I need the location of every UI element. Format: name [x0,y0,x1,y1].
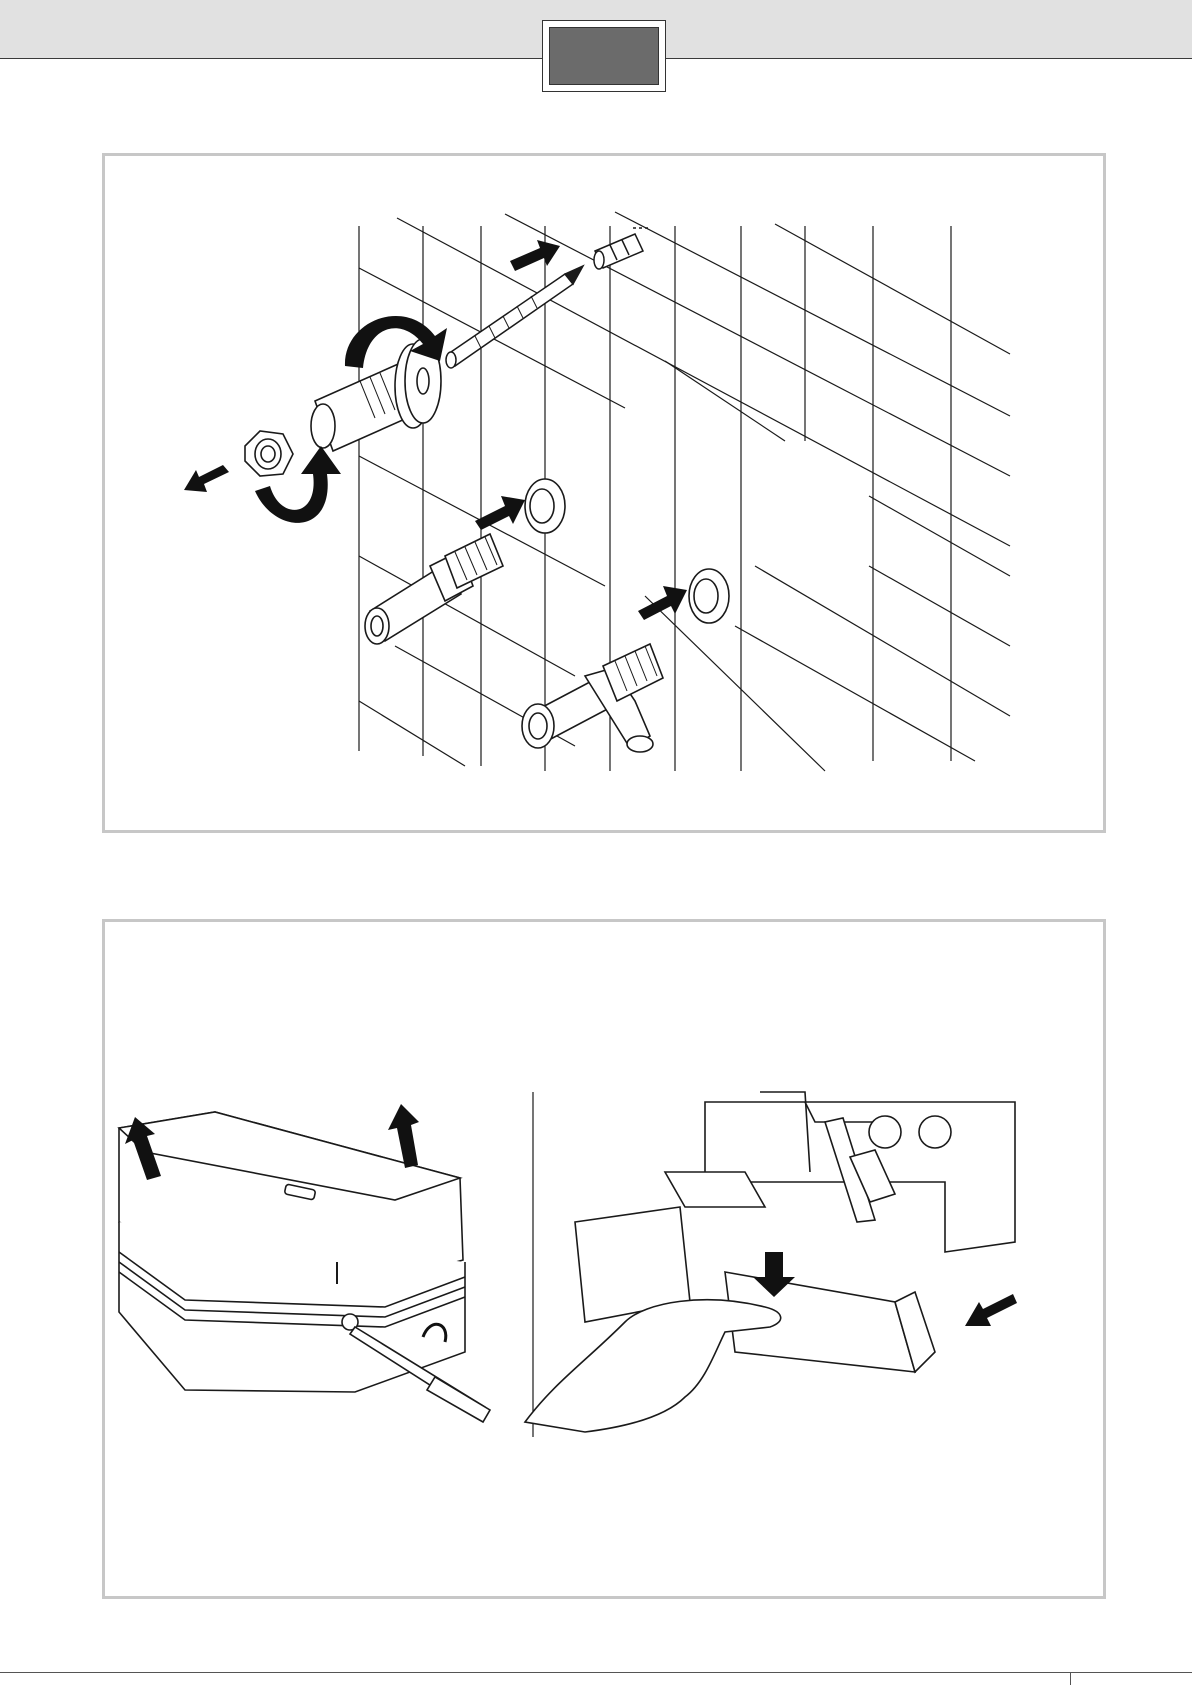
push-arrow-plug [510,240,560,271]
footer-tick [1070,1672,1071,1685]
cover-removal-illustration [105,922,1109,1602]
lift-arrow-right [388,1104,419,1168]
pull-arrow-nut [184,465,229,492]
sealing-washer-1 [525,479,565,533]
hex-nut [245,431,293,476]
wall-mounting-illustration [105,156,1109,836]
wall-plug [594,228,650,269]
sealing-washer-2 [689,569,729,623]
wall-tile-lines [359,212,1010,771]
appliance-cover [119,1112,490,1422]
hand-icon [525,1300,781,1432]
figure-panel-wall-mounting [102,153,1106,833]
footer-rule [0,1672,1192,1673]
push-arrow-washer-2 [638,586,687,620]
inlet-pipe-connector [365,534,503,644]
figure-panel-cover-removal [102,919,1106,1599]
section-tab [542,20,666,92]
section-tab-fill [549,27,659,85]
push-arrow-washer-1 [475,496,525,530]
outlet-valve-connector [522,644,663,752]
slide-out-arrow [965,1294,1017,1326]
wall-bracket [311,339,441,451]
